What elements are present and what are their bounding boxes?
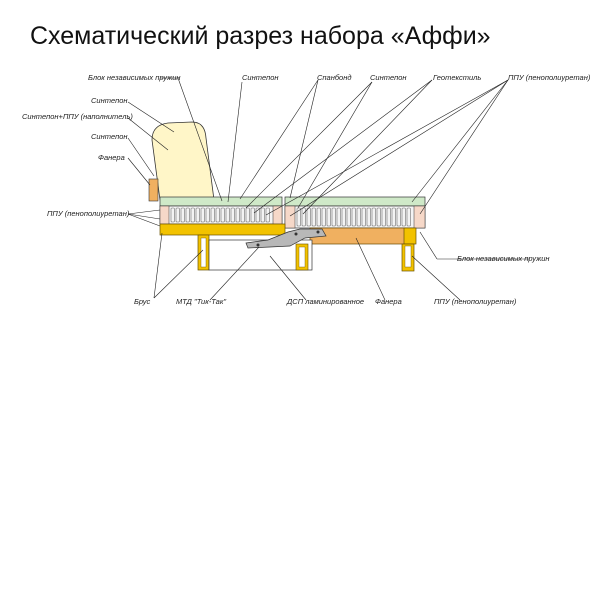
- spring-coil: [356, 207, 361, 227]
- label-independent-springs-top: Блок независимых пружин: [88, 73, 181, 82]
- spring-coil: [235, 207, 240, 223]
- spring-coil: [301, 207, 306, 227]
- spring-coil: [361, 207, 366, 227]
- leader-lines: [127, 77, 530, 301]
- spring-coil: [391, 207, 396, 227]
- label-plywood-left: Фанера: [98, 153, 125, 162]
- label-mechanism: МТД "Тик-Так": [176, 297, 226, 306]
- spring-coil: [250, 207, 255, 223]
- spring-coil: [326, 207, 331, 227]
- left-spring-coils: [170, 207, 270, 223]
- diagram-title: Схематический разрез набора «Аффи»: [30, 22, 491, 50]
- spring-coil: [331, 207, 336, 227]
- label-plywood-bottom: Фанера: [375, 297, 402, 306]
- label-ppu-bottom: ППУ (пенополиуретан): [434, 297, 517, 306]
- right-seat-outer-foam: [413, 205, 426, 229]
- label-sintepon-back: Синтепон: [91, 96, 128, 105]
- spring-coil: [336, 207, 341, 227]
- label-sintepon-ppu: Синтепон+ППУ (наполнитель): [22, 112, 133, 121]
- label-independent-springs-right: Блок независимых пружин: [457, 254, 550, 263]
- spring-coil: [311, 207, 316, 227]
- mechanism-pivot-3: [316, 230, 320, 234]
- back-cushion: [151, 121, 215, 201]
- spring-coil: [170, 207, 175, 223]
- label-laminated-chipboard: ДСП ламинированное: [286, 297, 364, 306]
- spring-coil: [185, 207, 190, 223]
- spring-coil: [255, 207, 260, 223]
- label-sintepon-1: Синтепон: [242, 73, 279, 82]
- spring-coil: [381, 207, 386, 227]
- spring-coil: [215, 207, 220, 223]
- left-seat-end-foam: [159, 205, 170, 225]
- spring-coil: [240, 207, 245, 223]
- right-seat-spring-block: [284, 205, 426, 229]
- spring-coil: [195, 207, 200, 223]
- spring-coil: [401, 207, 406, 227]
- spring-coil: [341, 207, 346, 227]
- spring-coil: [260, 207, 265, 223]
- spring-coil: [205, 207, 210, 223]
- left-leg-front-inner: [200, 237, 207, 268]
- spring-coil: [175, 207, 180, 223]
- label-ppu-left: ППУ (пенополиуретан): [47, 209, 130, 218]
- spring-coil: [245, 207, 250, 223]
- mechanism-pivot: [256, 243, 260, 247]
- side-plywood-block: [148, 178, 159, 202]
- chipboard-right-post-inner: [298, 246, 306, 268]
- spring-coil: [386, 207, 391, 227]
- spring-coil: [200, 207, 205, 223]
- right-frame-beam: [403, 227, 417, 245]
- spring-coil: [225, 207, 230, 223]
- mechanism-tick-tak: [245, 228, 327, 249]
- spring-coil: [371, 207, 376, 227]
- spring-coil: [321, 207, 326, 227]
- label-beam: Брус: [134, 297, 151, 306]
- right-leg-inner: [404, 245, 412, 268]
- spring-coil: [366, 207, 371, 227]
- spring-coil: [376, 207, 381, 227]
- spring-coil: [351, 207, 356, 227]
- spring-coil: [180, 207, 185, 223]
- spring-coil: [296, 207, 301, 227]
- spring-coil: [346, 207, 351, 227]
- spring-coil: [190, 207, 195, 223]
- spring-coil: [210, 207, 215, 223]
- spring-coil: [316, 207, 321, 227]
- spring-coil: [230, 207, 235, 223]
- spring-coil: [220, 207, 225, 223]
- label-geotextile: Геотекстиль: [433, 73, 481, 82]
- right-seat-top-layer: [284, 196, 426, 207]
- label-sintepon-2: Синтепон: [370, 73, 407, 82]
- spring-coil: [406, 207, 411, 227]
- mechanism-pivot-2: [294, 232, 298, 236]
- right-seat-end-foam: [284, 205, 296, 229]
- label-ppu-top: ППУ (пенополиуретан): [508, 73, 591, 82]
- left-frame-beam: [159, 223, 286, 236]
- label-spanbond: Спанбонд: [317, 73, 352, 82]
- right-spring-coils: [296, 207, 411, 227]
- label-sintepon-side: Синтепон: [91, 132, 128, 141]
- spring-coil: [396, 207, 401, 227]
